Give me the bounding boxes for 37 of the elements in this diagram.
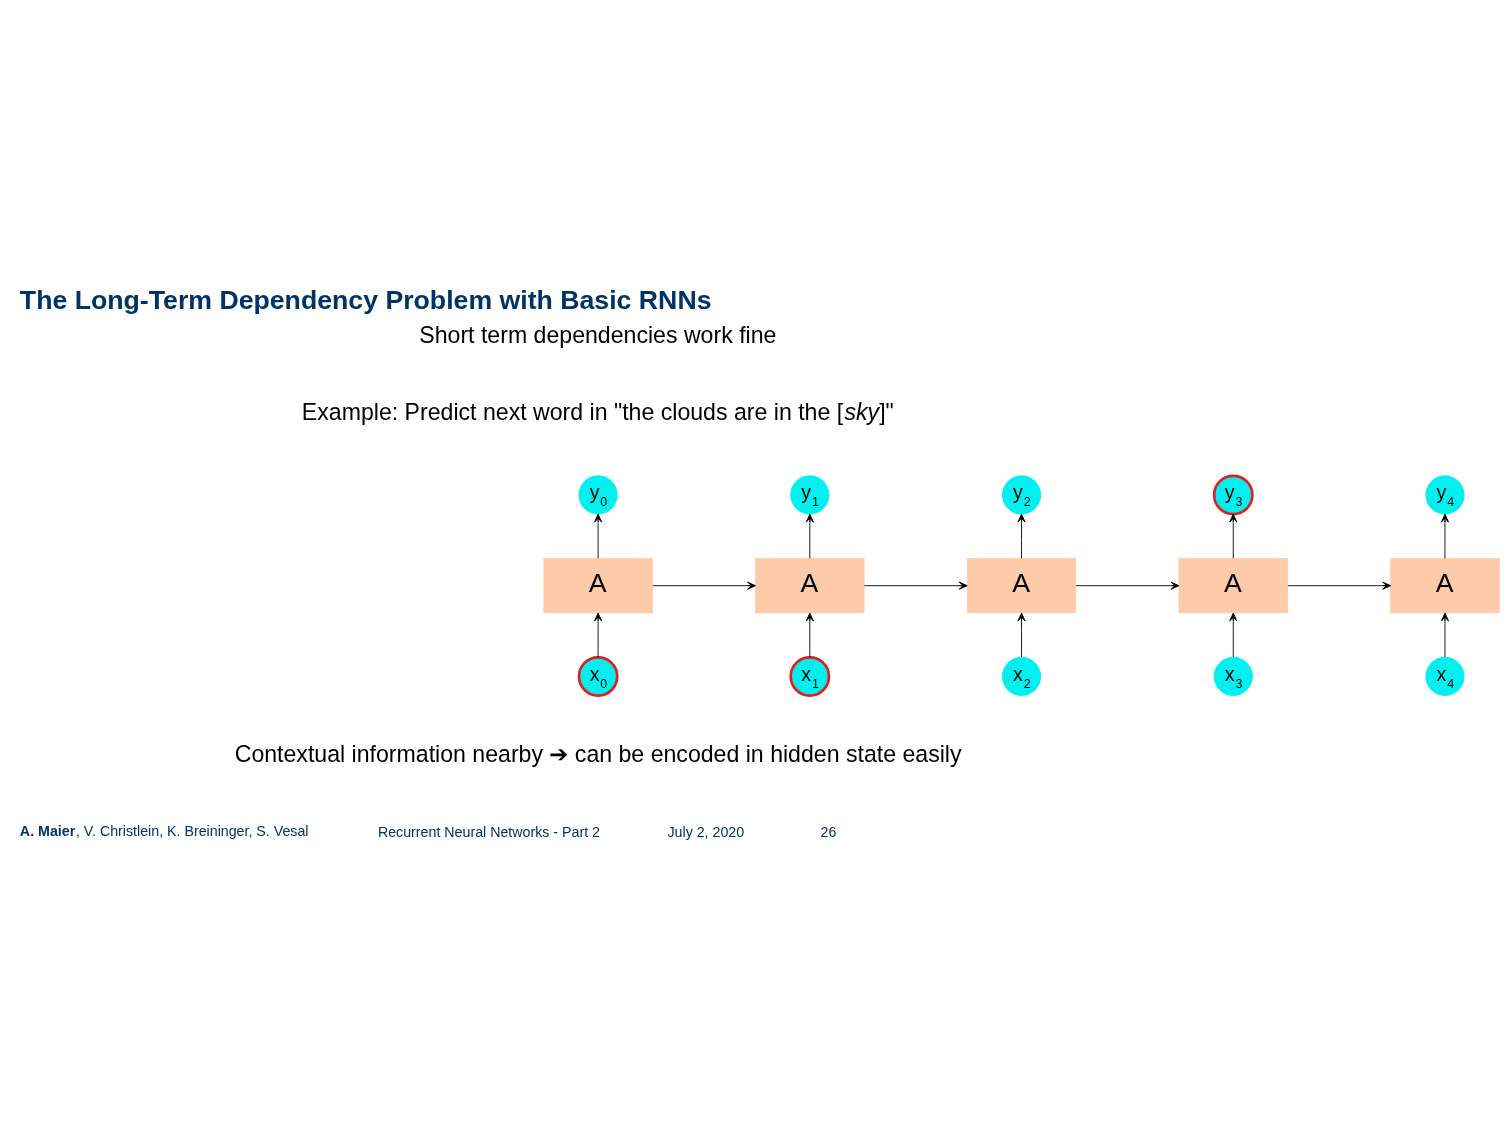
arrow [1440,612,1450,658]
node-box: A [966,558,1077,614]
label: Contextual information nearby ➔ can be encoded in hidden state easily [234,741,962,768]
diagram-title: The Long-Term Dependency Problem with Basic RNNs [19,284,712,315]
label: July 2, 2020 [667,823,745,840]
arrow [805,612,814,658]
arrow [1440,513,1450,559]
node-circle: y$_{0}$ [578,475,618,515]
node-box: A [755,558,865,614]
arrow [1075,581,1180,590]
node-circle: x$_{4}$ [1425,656,1465,696]
node-circle: y$_{4}$ [1425,475,1465,515]
node-circle: x$_{1}$ [789,655,831,697]
label: Recurrent Neural Networks - Part 2 [377,823,600,840]
label: Short term dependencies work fine [419,322,777,349]
arrow [1287,581,1392,590]
arrow [594,513,603,559]
node-circle: x$_{2}$ [1001,656,1042,696]
label: 26 [820,823,837,840]
node-circle: y$_{1}$ [790,475,830,515]
arrow [1229,612,1238,658]
node-box: A [1390,558,1500,614]
arrow [1229,513,1238,559]
node-circle: y$_{2}$ [1001,475,1042,515]
node-circle: y$_{3}$ [1212,474,1254,516]
arrow [805,513,814,559]
arrow [1017,612,1026,658]
node-box: A [1178,558,1288,614]
label: Example: Predict next word in "the clouds are in the [sky]" [301,398,894,425]
label: A. Maier, V. Christlein, K. Breininger, S. Vesal [19,822,309,839]
arrow [652,581,756,590]
arrow [863,581,968,590]
node-circle: x$_{0}$ [577,655,619,697]
node-box: A [543,558,653,614]
arrow [594,612,603,658]
arrow [1017,513,1026,559]
node-circle: x$_{3}$ [1213,656,1253,696]
